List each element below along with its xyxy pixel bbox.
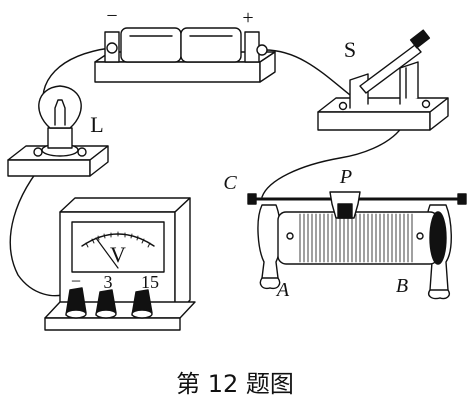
rheostat-terminal-a[interactable] <box>286 232 294 240</box>
rheostat-a-label: A <box>275 279 290 301</box>
rheostat-c-label: C <box>223 172 237 194</box>
lamp-label: L <box>90 112 103 137</box>
battery-plus-label: + <box>242 7 253 29</box>
battery-minus-label: − <box>106 5 117 27</box>
switch <box>317 29 449 131</box>
switch-label: S <box>344 37 356 62</box>
lamp-bulb <box>38 85 82 129</box>
voltmeter-dial-letter: V <box>110 242 126 267</box>
lamp <box>7 85 109 177</box>
rheostat-coil <box>277 211 439 265</box>
wire-battery-to-switch <box>264 49 351 96</box>
battery-negative-terminal[interactable] <box>106 42 118 54</box>
voltmeter-terminal-minus[interactable] <box>65 287 87 319</box>
voltmeter <box>44 197 196 331</box>
voltmeter-15-label: 15 <box>141 272 159 292</box>
voltmeter-needle <box>95 237 119 269</box>
rheostat-p-label: P <box>339 166 352 188</box>
battery-positive-terminal[interactable] <box>256 44 268 56</box>
voltmeter-3-label: 3 <box>104 272 113 292</box>
voltmeter-terminal-3[interactable] <box>95 289 117 319</box>
switch-blade[interactable] <box>359 44 422 94</box>
rheostat-terminal-b[interactable] <box>416 232 424 240</box>
figure-caption: 第 12 题图 <box>176 370 294 398</box>
voltmeter-terminal-15[interactable] <box>131 289 153 319</box>
wire-lamp-to-voltmeter <box>9 157 71 297</box>
rheostat <box>247 191 467 300</box>
rheostat-b-label: B <box>396 275 408 297</box>
voltmeter-minus-label: − <box>71 271 81 291</box>
battery <box>94 27 276 83</box>
